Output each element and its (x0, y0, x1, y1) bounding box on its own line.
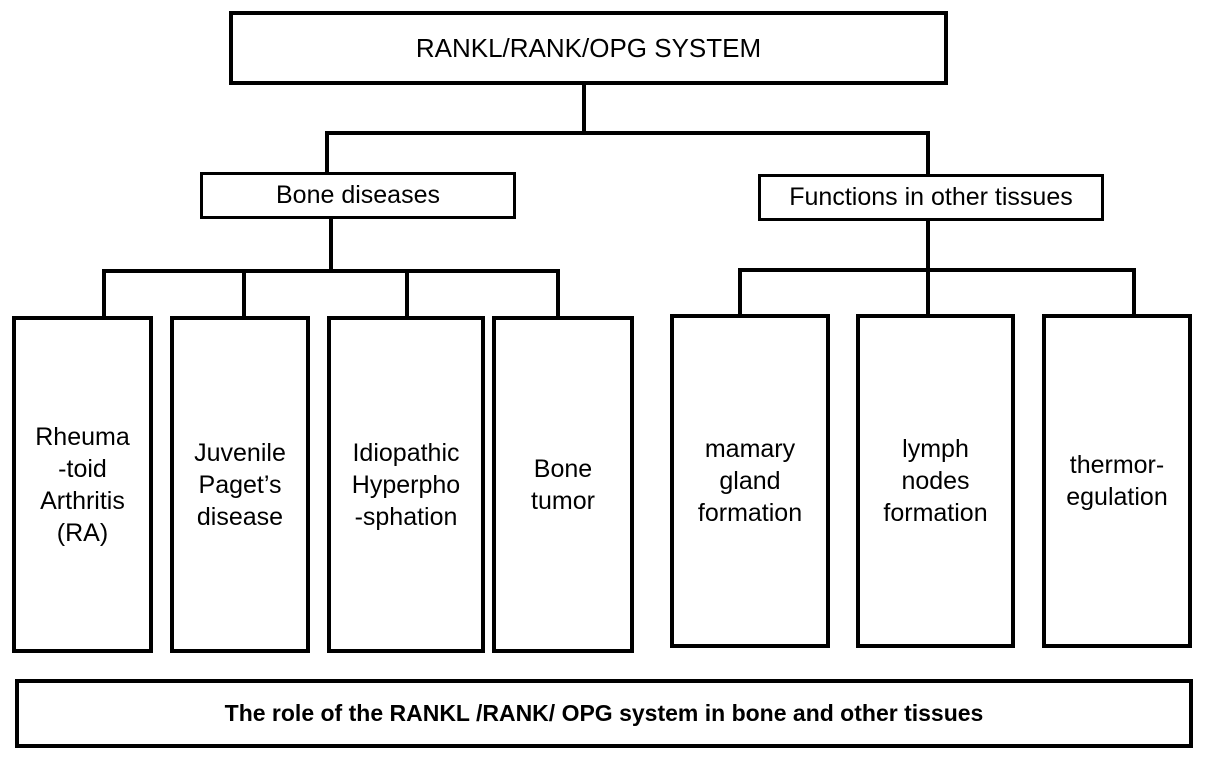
leaf-node-idiopathic-hyperphosphation: Idiopathic Hyperpho -sphation (327, 316, 485, 653)
leaf-node-mamary-gland-formation: mamary gland formation (670, 314, 830, 648)
connector-drop-bone-diseases (325, 131, 329, 174)
leaf-node-juvenile-pagets-disease: Juvenile Paget’s disease (170, 316, 310, 653)
connector-top-bus (325, 131, 930, 135)
connector-drop-bone-tumor (556, 269, 560, 318)
connector-functions-other-tissues-bus (738, 268, 1136, 272)
connector-drop-thermoregulation (1132, 268, 1136, 316)
connector-drop-rheumatoid-arthritis (102, 269, 106, 318)
connector-root-stem (582, 85, 586, 133)
branch-node-functions-other-tissues: Functions in other tissues (758, 174, 1104, 221)
connector-bone-diseases-bus (102, 269, 560, 273)
branch-node-bone-diseases: Bone diseases (200, 172, 516, 219)
connector-bone-diseases-stem (329, 219, 333, 273)
connector-drop-idiopathic-hyperphosphation (405, 269, 409, 318)
connector-drop-mamary-gland-formation (738, 268, 742, 316)
connector-drop-lymph-nodes-formation (926, 268, 930, 316)
leaf-node-bone-tumor: Bone tumor (492, 316, 634, 653)
root-node-rankl-rank-opg-system: RANKL/RANK/OPG SYSTEM (229, 11, 948, 85)
leaf-node-lymph-nodes-formation: lymph nodes formation (856, 314, 1015, 648)
connector-functions-other-tissues-stem (926, 221, 930, 273)
connector-drop-juvenile-pagets-disease (242, 269, 246, 318)
leaf-node-thermoregulation: thermor- egulation (1042, 314, 1192, 648)
leaf-node-rheumatoid-arthritis: Rheuma -toid Arthritis (RA) (12, 316, 153, 653)
connector-drop-functions-other-tissues (926, 131, 930, 176)
diagram-caption: The role of the RANKL /RANK/ OPG system … (15, 679, 1193, 748)
